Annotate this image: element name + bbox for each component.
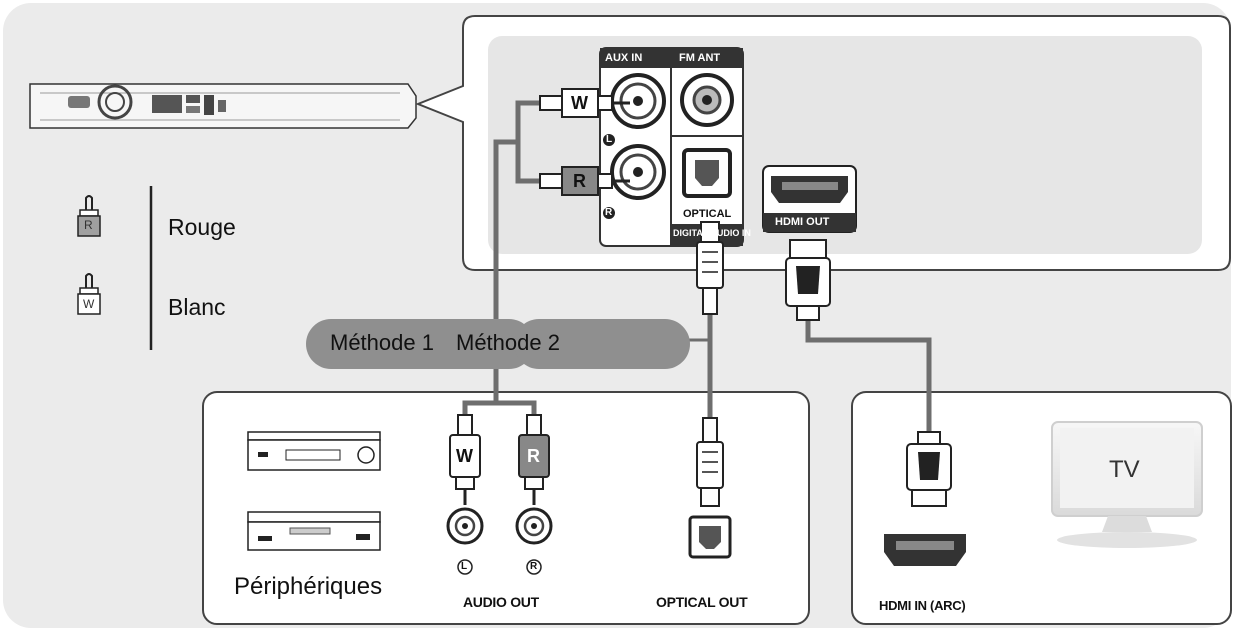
digital-audio-in-label: DIGITAL AUDIO IN <box>673 228 751 238</box>
peripherals-title: Périphériques <box>234 573 383 600</box>
rear-white-plug-letter: W <box>571 93 588 113</box>
optical-plug-rear <box>696 221 724 315</box>
periph-white-plug-letter: W <box>456 446 473 466</box>
tv-icon <box>1051 421 1203 548</box>
dvd-player-icon <box>247 431 381 471</box>
legend-white-plug-icon <box>77 273 101 315</box>
hdmi-out-label: HDMI OUT <box>775 216 830 228</box>
legend-white-label: Blanc <box>168 294 226 320</box>
legend-red-label: Rouge <box>168 214 236 240</box>
audio-out-label: AUDIO OUT <box>463 594 539 610</box>
optical-out-label: OPTICAL OUT <box>656 594 748 610</box>
legend-white-letter: W <box>83 297 95 311</box>
fm-ant-label: FM ANT <box>679 52 721 64</box>
aux-in-label: AUX IN <box>605 52 643 64</box>
tv-label: TV <box>1109 456 1140 483</box>
audio-right-mark: R <box>530 561 538 572</box>
method-1-pill <box>306 319 534 369</box>
hdmi-plug-tv <box>906 431 952 507</box>
bluray-player-icon <box>247 511 381 551</box>
method-2-pill <box>514 319 690 369</box>
method-1-label: Méthode 1 <box>330 330 434 355</box>
optical-out-port <box>688 515 732 559</box>
method-2-label: Méthode 2 <box>456 330 560 355</box>
red-rca-plug-peripheral <box>518 414 550 505</box>
red-rca-plug-rear <box>539 166 630 196</box>
aux-right-mark: R <box>605 207 613 218</box>
audio-left-mark: L <box>461 561 468 572</box>
periph-red-plug-letter: R <box>527 446 540 466</box>
white-rca-plug-rear <box>539 88 630 118</box>
hdmi-plug-rear <box>785 239 831 321</box>
optical-plug-peripheral <box>696 417 724 507</box>
white-rca-plug-peripheral <box>449 414 481 505</box>
legend-red-letter: R <box>84 218 93 232</box>
audio-out-right-jack <box>515 507 553 545</box>
hdmi-in-port <box>884 534 966 566</box>
rear-red-plug-letter: R <box>573 171 586 191</box>
cables <box>462 100 932 435</box>
aux-left-mark: L <box>606 134 613 145</box>
rear-panel-callout <box>415 15 1231 271</box>
audio-out-left-jack <box>446 507 484 545</box>
home-theater-unit <box>29 83 417 129</box>
optical-label: OPTICAL <box>683 208 732 220</box>
legend-red-plug-icon <box>77 195 101 237</box>
hdmi-in-label: HDMI IN (ARC) <box>879 598 966 613</box>
